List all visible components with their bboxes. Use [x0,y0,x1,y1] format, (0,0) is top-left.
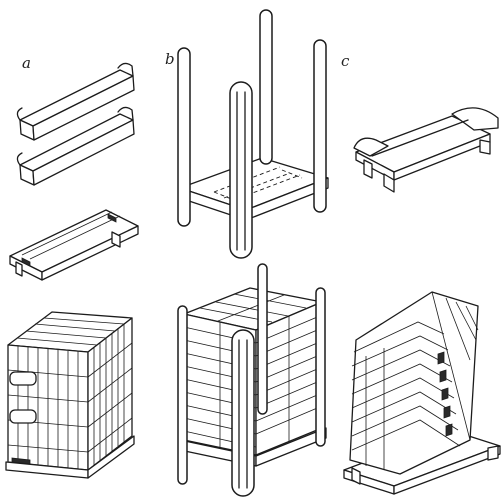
brick-stack-c [343,291,501,495]
cage-b [177,9,329,259]
brick-stack-a [5,311,135,479]
label-b: b [165,50,175,68]
brick-cage-b [177,263,327,497]
label-c: c [341,52,350,70]
pallet-c [353,107,499,193]
trough-top [16,62,135,141]
label-a: a [22,54,31,72]
pallet-a [9,209,139,281]
trough-bottom [16,106,135,186]
